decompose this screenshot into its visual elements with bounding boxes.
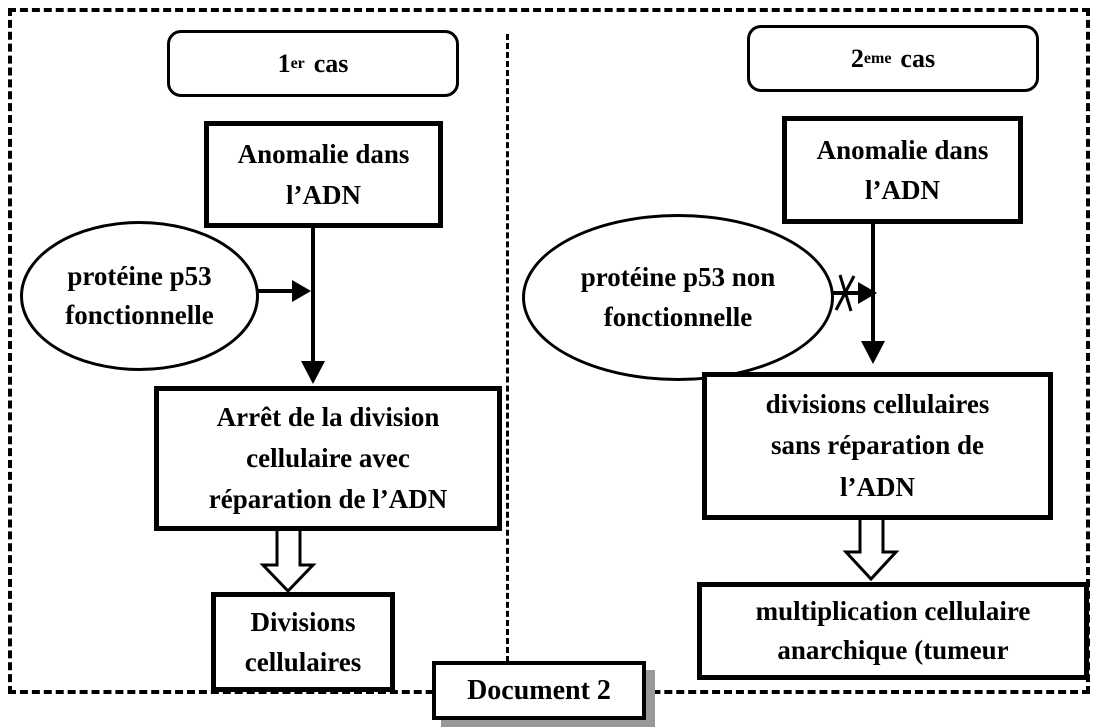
box-text-line: sans réparation de [770, 430, 984, 461]
multiplication-anarchique-box: multiplication cellulaire anarchique (tu… [697, 582, 1089, 680]
ellipse-text-line: protéine p53 non [580, 262, 776, 293]
box-text-line: Anomalie dans [237, 139, 410, 169]
panel-divider [506, 34, 509, 662]
ellipse-text-line: fonctionnelle [603, 301, 753, 332]
p53-functional-ellipse: protéine p53 fonctionnelle [20, 221, 259, 371]
divisions-sans-reparation-box: divisions cellulaires sans réparation de… [702, 372, 1053, 520]
box-text-line: l’ADN [286, 179, 361, 210]
box-text-line: multiplication cellulaire [755, 595, 1031, 626]
box-text-line: Anomalie dans [816, 134, 989, 165]
document-caption-text: Document 2 [467, 674, 611, 706]
case1-word: cas [313, 48, 349, 78]
case1-number: 1 [277, 48, 291, 78]
box-text-line: Divisions [250, 606, 356, 637]
box-text-line: l’ADN [840, 471, 915, 502]
anomalie-adn-box-right: Anomalie dans l’ADN [782, 116, 1023, 224]
box-text-line: cellulaire avec [246, 442, 410, 473]
arret-division-box: Arrêt de la division cellulaire avec rép… [154, 386, 502, 531]
p53-nonfunctional-ellipse: protéine p53 non fonctionnelle [522, 214, 834, 381]
box-text-line: anarchique (tumeur [777, 635, 1009, 665]
box-text-line: divisions cellulaires [765, 389, 990, 420]
case2-word: cas [900, 43, 936, 73]
divisions-cellulaires-box: Divisions cellulaires [211, 592, 395, 692]
ellipse-text-line: fonctionnelle [65, 300, 214, 330]
box-text-line: cellulaires [244, 647, 362, 677]
box-text-line: Arrêt de la division [216, 401, 440, 432]
anomalie-adn-box-left: Anomalie dans l’ADN [204, 121, 443, 228]
box-text-line: l’ADN [865, 175, 940, 205]
box-text-line: réparation de l’ADN [208, 484, 448, 515]
case2-number: 2 [850, 43, 864, 73]
ellipse-text-line: protéine p53 [67, 260, 212, 291]
document-caption: Document 2 [432, 661, 646, 720]
